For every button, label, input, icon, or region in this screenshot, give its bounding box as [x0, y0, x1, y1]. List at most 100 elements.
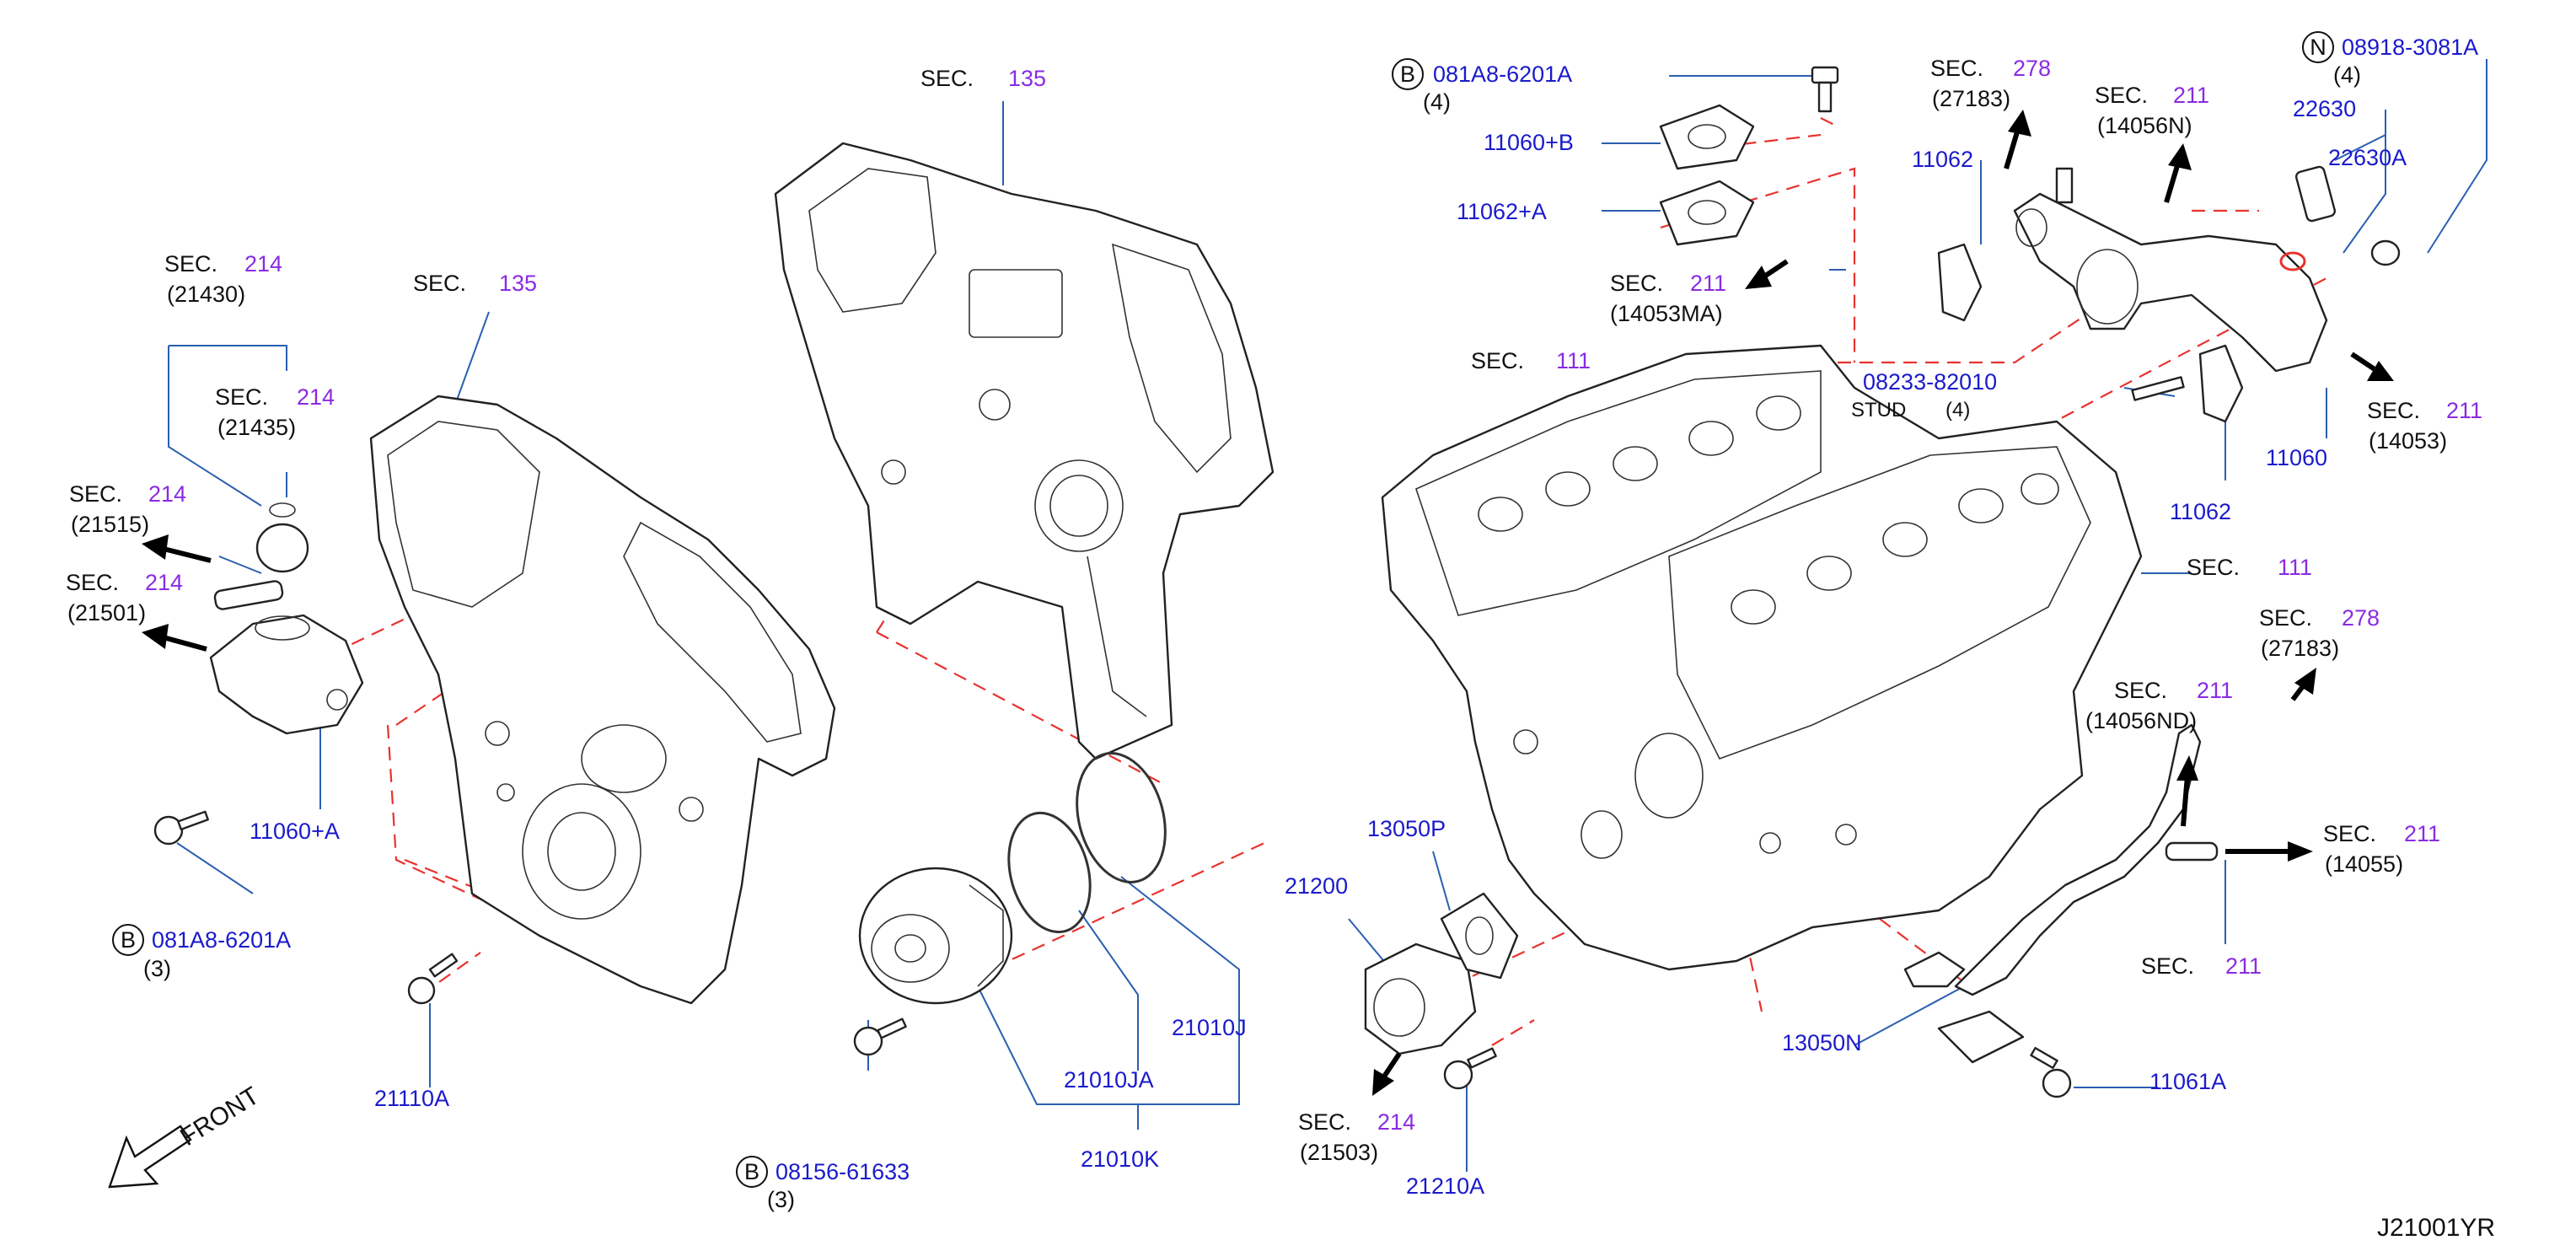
sec-ref: (14053): [2369, 428, 2447, 454]
front-timing-cover-left: [369, 395, 836, 1005]
part-number: 22630A: [2328, 145, 2407, 170]
part-number: 11062+A: [1457, 199, 1547, 224]
sec-ref: (14056ND): [2085, 708, 2197, 733]
water-temp-sensor: [2279, 165, 2337, 271]
sec-ref: (21435): [217, 415, 296, 440]
sec-ref: (21515): [71, 512, 149, 537]
o-ring-21010ja: [1007, 811, 1092, 934]
part-number: 21010J: [1172, 1015, 1247, 1040]
sec-number: 211: [2173, 83, 2209, 108]
stud-qty: (4): [1945, 399, 1970, 421]
gasket-11062a: [1659, 180, 1755, 246]
sec-number: 211: [2225, 953, 2262, 979]
sec-number: 214: [148, 481, 186, 507]
bolt-symbol: B: [1400, 62, 1415, 87]
sec-prefix: SEC.: [215, 384, 268, 410]
sec-prefix: SEC.: [1930, 56, 1983, 81]
fastener-pump: B 08156-61633 (3): [736, 1156, 910, 1212]
section-labels: SEC. 214 (21430) SEC. 214 (21435) SEC. 2…: [66, 56, 2482, 1165]
plate-11060b: [1659, 104, 1755, 170]
sec-number: 211: [2404, 821, 2440, 846]
part-number: 081A8-6201A: [152, 927, 291, 953]
part-number: 081A8-6201A: [1433, 62, 1572, 87]
sec-prefix: SEC.: [66, 570, 119, 595]
water-pipe-top: [2013, 167, 2328, 373]
part-number: 21110A: [374, 1086, 449, 1111]
quantity: (3): [767, 1187, 795, 1212]
sec-prefix: SEC.: [2187, 555, 2240, 580]
sec-number: 278: [2013, 56, 2051, 81]
bolt-symbol: B: [744, 1159, 759, 1184]
water-inlet-21200: [1364, 942, 1477, 1055]
sec-number: 211: [2197, 678, 2233, 703]
part-number: 11060+B: [1484, 130, 1574, 155]
sec-prefix: SEC.: [2114, 678, 2167, 703]
sec-number: 214: [244, 251, 282, 277]
diagram-id: J21001YR: [2377, 1214, 2495, 1242]
sec-number: 111: [2278, 555, 2312, 580]
gasket-11062-mid: [2198, 344, 2244, 423]
sec-number: 211: [2446, 398, 2482, 423]
sec-ref: (27183): [1932, 86, 2010, 111]
leader-lines: [168, 59, 2487, 1172]
part-number: 21210A: [1406, 1173, 1484, 1199]
sec-ref: (21503): [1300, 1140, 1378, 1165]
sec-ref: (14056N): [2097, 113, 2192, 138]
part-number: 22630: [2293, 96, 2356, 121]
part-number: 08233-82010: [1863, 369, 1997, 395]
bolt-21110a: [407, 953, 459, 1005]
sec-number: 214: [145, 570, 183, 595]
gasket-13050n: [1903, 951, 1966, 988]
part-number: 13050N: [1782, 1030, 1862, 1055]
part-number: 08156-61633: [775, 1159, 910, 1184]
water-pump: [858, 867, 1013, 1005]
gasket-13050p: [1440, 892, 1519, 980]
sec-number: 135: [499, 271, 537, 296]
part-number: 21200: [1285, 873, 1348, 899]
sec-ref: (14055): [2325, 851, 2403, 877]
sec-prefix: SEC.: [2141, 953, 2194, 979]
direction-arrows: [142, 110, 2394, 1096]
part-number: 13050P: [1367, 816, 1446, 841]
bolt-21210a: [1443, 1047, 1497, 1090]
sec-number: 111: [1556, 348, 1591, 373]
quantity: (4): [2333, 62, 2361, 88]
gasket-11062-top: [1937, 243, 1983, 322]
sec-prefix: SEC.: [2259, 605, 2312, 631]
bolt-symbol: B: [121, 927, 136, 953]
front-label: FRONT: [175, 1082, 264, 1152]
quantity: (3): [143, 956, 171, 981]
part-number: 11061A: [2149, 1069, 2226, 1094]
sec-prefix: SEC.: [2095, 83, 2148, 108]
sec-prefix: SEC.: [413, 271, 466, 296]
sec-prefix: SEC.: [1298, 1109, 1351, 1135]
fastener-top: B 081A8-6201A (4): [1392, 58, 1572, 115]
front-indicator: FRONT: [108, 1082, 264, 1189]
fastener-left: B 081A8-6201A (3): [112, 924, 291, 981]
sec-number: 214: [297, 384, 335, 410]
water-outlet-left: [209, 502, 364, 735]
bolt-08156: [853, 1017, 907, 1056]
stud-08233: [2131, 376, 2185, 401]
sec-number: 214: [1377, 1109, 1415, 1135]
o-ring-21010j: [1076, 752, 1167, 883]
water-pipe-bottom: [1937, 723, 2219, 1064]
part-number: 21010K: [1081, 1146, 1159, 1172]
bolt-081a8-left: [153, 810, 209, 846]
sec-number: 135: [1008, 66, 1046, 91]
sec-number: 278: [2342, 605, 2380, 631]
nut-symbol: N: [2310, 35, 2326, 60]
sec-prefix: SEC.: [920, 66, 974, 91]
sec-prefix: SEC.: [164, 251, 217, 277]
sec-ref: (14053MA): [1610, 301, 1723, 326]
fastener-n: N 08918-3081A (4): [2302, 31, 2478, 88]
stud-label: STUD: [1851, 399, 1906, 421]
sec-ref: (21501): [67, 600, 146, 626]
part-number: 11060+A: [250, 819, 340, 844]
sec-prefix: SEC.: [2323, 821, 2376, 846]
part-number: 11062: [2170, 499, 2231, 524]
sec-prefix: SEC.: [2367, 398, 2420, 423]
sec-prefix: SEC.: [1610, 271, 1663, 296]
bolt-081a8-top: [1811, 66, 1839, 113]
